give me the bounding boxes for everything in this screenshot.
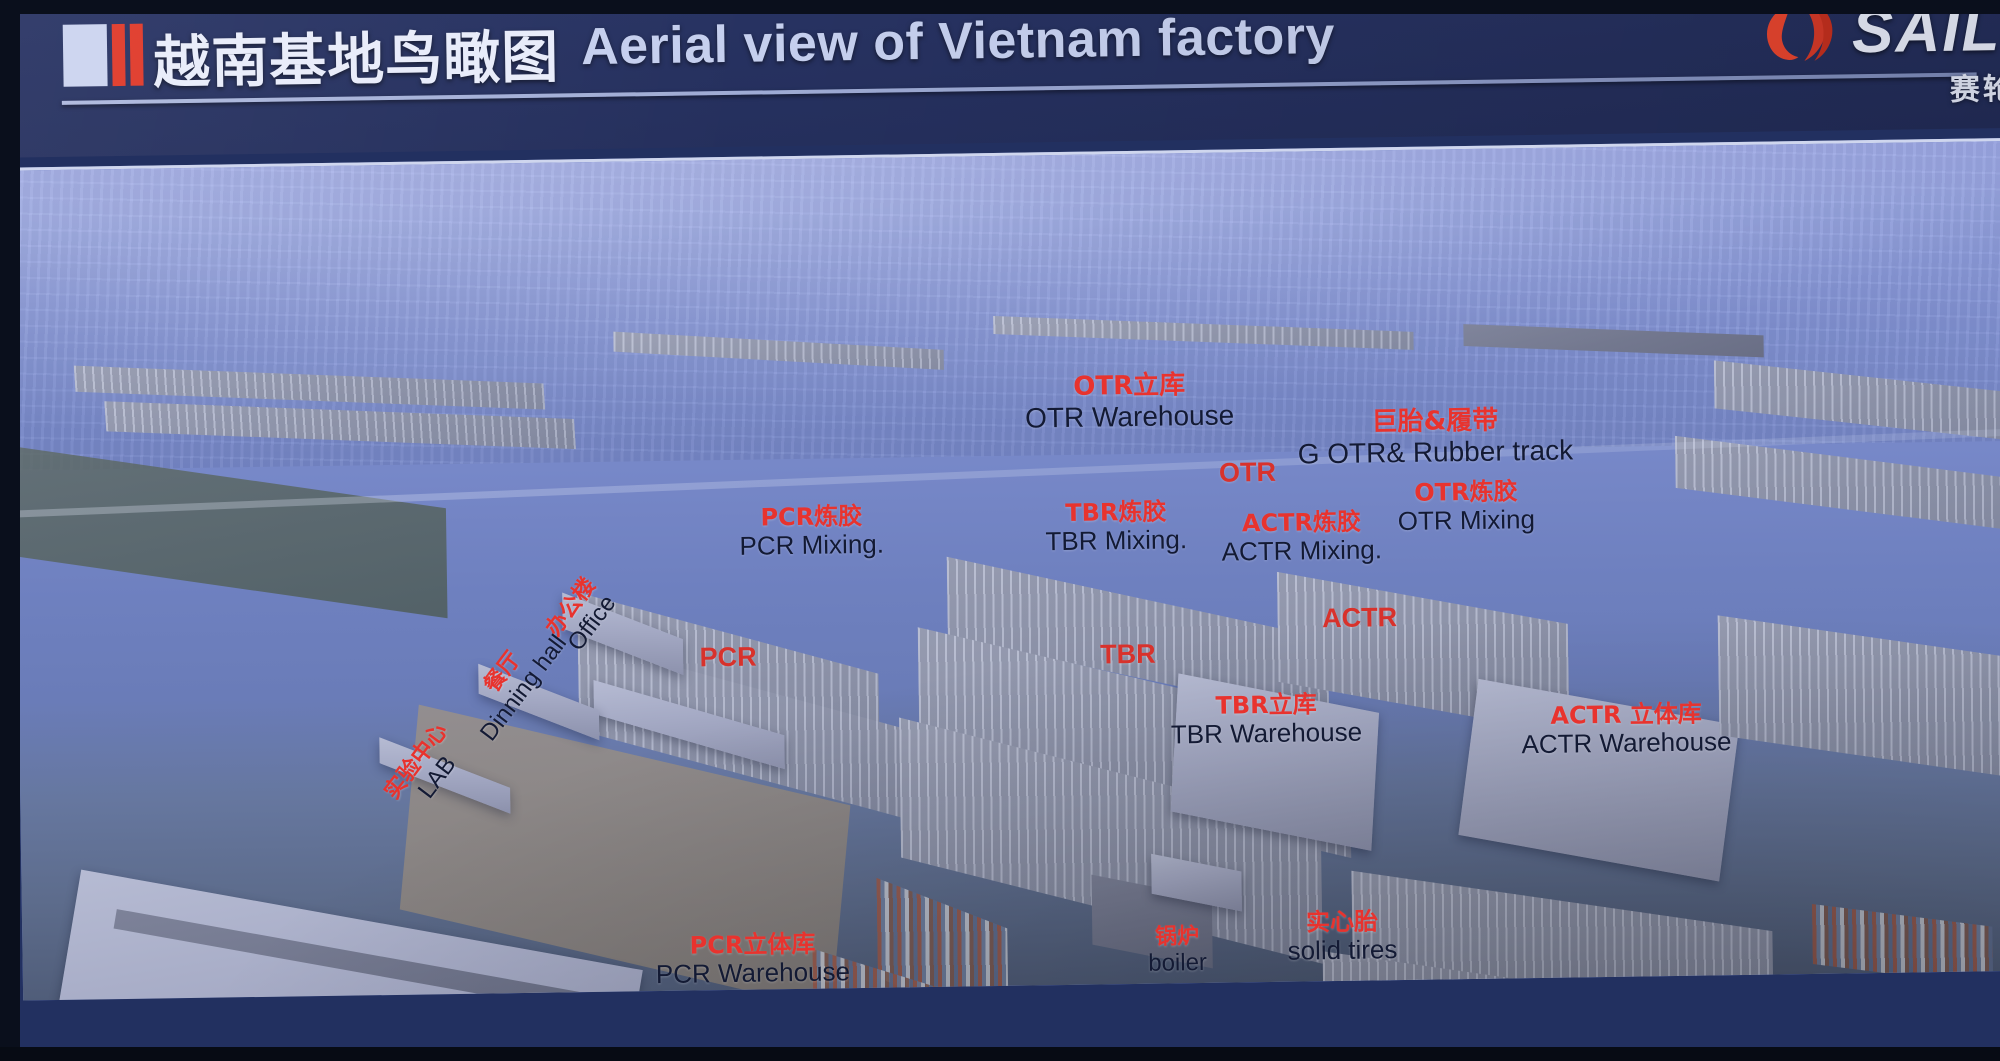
map-label-en: boiler	[1148, 948, 1208, 977]
map-label-en: TBR Warehouse	[1170, 716, 1363, 750]
map-label-en: ACTR Warehouse	[1521, 726, 1732, 760]
display-bezel-top	[0, 0, 2000, 14]
map-label-cn: OTR立库	[1073, 370, 1186, 402]
slide-header: 越南基地鸟瞰图 Aerial view of Vietnam factory S…	[0, 0, 2000, 158]
map-zone-marker-tbr: TBR	[1099, 638, 1156, 670]
map-label-cn: TBR立库	[1215, 690, 1317, 720]
sailun-swoosh-icon	[1759, 0, 1838, 70]
map-zone-marker-pcr: PCR	[699, 641, 757, 673]
map-label-en: G OTR& Rubber track	[1297, 434, 1574, 470]
map-label-en: TBR Mixing.	[1045, 524, 1188, 557]
accent-block-blue	[62, 24, 108, 87]
brand-logo: SAILU	[1759, 0, 2000, 70]
roof-block	[1351, 870, 1775, 1001]
map-label-cn: 实心胎	[1305, 907, 1379, 937]
title-accent-marks	[62, 23, 144, 87]
map-label-cn: PCR立体库	[689, 929, 816, 960]
accent-bar-red-2	[129, 23, 144, 86]
map-zone-marker-actr: ACTR	[1321, 602, 1398, 634]
map-label-cn: 锅炉	[1155, 924, 1200, 950]
map-label-cn: TBR炼胶	[1065, 497, 1167, 527]
display-bezel-bottom	[0, 1047, 2000, 1061]
map-label-cn: PCR炼胶	[760, 502, 863, 532]
roof-block	[1674, 435, 2000, 531]
map-zone-marker-otr: OTR	[1218, 456, 1277, 488]
field-plot	[14, 446, 448, 619]
map-label-en: ACTR Mixing.	[1221, 534, 1383, 567]
map-label-en: OTR Mixing	[1397, 503, 1536, 536]
display-bezel-left	[0, 0, 20, 1061]
map-label-en: solid tires	[1287, 933, 1398, 966]
container-row	[1811, 903, 1994, 987]
brand-wordmark-chinese: 赛轮集	[1949, 71, 2000, 108]
map-label-en: OTR Warehouse	[1024, 399, 1235, 434]
roof-block	[1717, 615, 2000, 777]
map-label-en: PCR Mixing.	[739, 528, 885, 561]
accent-bar-red-1	[111, 23, 126, 87]
map-label-en: PCR Warehouse	[655, 956, 851, 989]
slide-title-english: Aerial view of Vietnam factory	[580, 6, 1336, 77]
map-label-cn: 巨胎&履带	[1371, 405, 1499, 438]
map-label-cn: OTR炼胶	[1414, 477, 1518, 507]
map-label-cn: ACTR炼胶	[1241, 507, 1362, 538]
slide-title-chinese: 越南基地鸟瞰图	[152, 24, 560, 97]
